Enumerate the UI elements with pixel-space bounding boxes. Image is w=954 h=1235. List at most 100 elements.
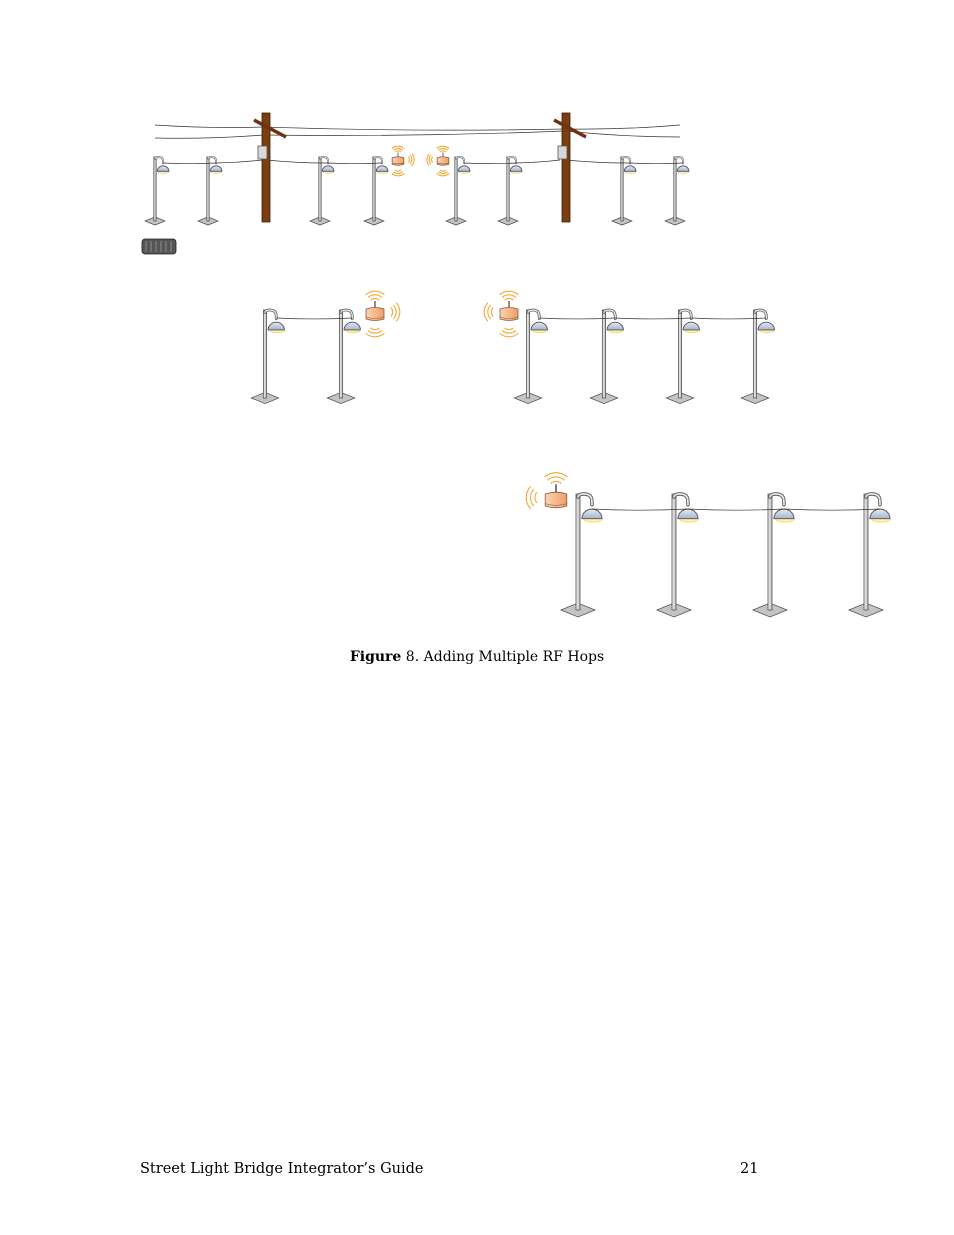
rf-wave-arc (367, 294, 383, 298)
footer-doc-title: Street Light Bridge Integrator’s Guide (140, 1161, 424, 1177)
lamp-pole (338, 309, 344, 399)
rf-signal-waves (499, 327, 519, 338)
street-lamp (664, 156, 690, 226)
lamp-pole (262, 309, 268, 399)
lamp-head (677, 508, 699, 520)
lamp-pole (752, 309, 758, 399)
lamp-arm-highlight (340, 309, 353, 320)
lamp-wire (328, 162, 383, 165)
lamp-pole (318, 156, 322, 222)
device-band (545, 503, 567, 506)
rf-wave-arc (426, 153, 430, 167)
rf-repeater-device (436, 152, 450, 166)
rf-wave-arc (370, 327, 380, 331)
lamp-pole (206, 156, 210, 222)
rf-repeater-device (544, 484, 568, 509)
rf-wave-arc (501, 294, 517, 298)
lamp-wire (163, 162, 217, 165)
lamp-head (676, 165, 690, 172)
street-lamp (197, 156, 223, 226)
rf-wave-arc (394, 169, 402, 172)
lamp-arm-highlight (754, 309, 767, 320)
rf-signal-waves (390, 302, 401, 322)
lamp-head (869, 508, 891, 520)
footer-page-number: 21 (740, 1161, 759, 1177)
lamp-pole (525, 309, 531, 399)
lamp-arm-highlight (769, 493, 785, 506)
lamp-wire (276, 317, 353, 320)
rf-wave-arc (544, 472, 568, 478)
rf-wave-arc (436, 172, 450, 177)
street-lamp (740, 308, 775, 405)
utility-pole (553, 112, 587, 223)
rf-wave-arc (407, 156, 410, 163)
rf-wave-arc (411, 153, 415, 167)
rf-signal-waves (544, 472, 568, 484)
lamp-pole (575, 493, 581, 611)
overhead-line (564, 124, 681, 130)
figure-caption-text: . Adding Multiple RF Hops (414, 649, 605, 665)
street-lamp (665, 308, 700, 405)
lamp-head (606, 321, 624, 331)
rf-signal-waves (391, 169, 405, 177)
lamp-head (509, 165, 523, 172)
lamp-head (343, 321, 361, 331)
rf-wave-arc (428, 154, 432, 165)
lamp-wire (591, 508, 688, 511)
utility-crossarm (553, 118, 587, 139)
gateway-box (141, 238, 177, 255)
lamp-wire (464, 162, 517, 164)
street-lamp (309, 156, 335, 226)
utility-pole-post (561, 112, 571, 223)
rf-wave-arc (504, 327, 514, 331)
rf-wave-arc (393, 304, 397, 320)
rf-signal-waves (391, 145, 405, 153)
street-lamp (513, 308, 548, 405)
rf-wave-arc (490, 307, 494, 317)
lamp-arm-highlight (527, 309, 540, 320)
rf-wave-arc (367, 330, 383, 334)
lamp-arm-highlight (577, 493, 593, 506)
lamp-wire (630, 162, 684, 165)
rf-wave-arc (390, 307, 394, 317)
street-lamp (445, 156, 471, 226)
lamp-head (457, 165, 471, 172)
lamp-arm-highlight (674, 156, 684, 164)
lamp-wire (565, 159, 631, 164)
device-body (365, 307, 385, 321)
rf-wave-arc (438, 171, 448, 174)
utility-crossarm (253, 118, 287, 139)
street-lamp (497, 156, 523, 226)
rf-wave-arc (438, 148, 448, 151)
device-body (544, 491, 568, 509)
lamp-arm-highlight (603, 309, 616, 320)
lamp-head (156, 165, 170, 172)
lamp-pole (673, 156, 677, 222)
pole-control-box (257, 145, 268, 160)
lamp-wire (265, 159, 329, 164)
lamp-arm-highlight (679, 309, 692, 320)
street-lamp (751, 492, 795, 618)
lamp-arm-highlight (373, 156, 383, 164)
street-lamp (589, 308, 624, 405)
lamp-pole (454, 156, 458, 222)
rf-hops-figure (141, 112, 891, 618)
rf-wave-arc (439, 169, 447, 172)
rf-wave-arc (431, 156, 434, 163)
lamp-pole (601, 309, 607, 399)
lamp-head (773, 508, 795, 520)
rf-wave-arc (365, 332, 385, 338)
rf-wave-arc (439, 150, 447, 153)
lamp-arm-highlight (865, 493, 881, 506)
rf-wave-arc (409, 154, 413, 165)
lamp-wire (516, 159, 561, 164)
rf-wave-arc (499, 332, 519, 338)
street-lamp (144, 156, 170, 226)
rf-wave-arc (550, 480, 562, 484)
figure-number: 8 (405, 649, 415, 665)
lamp-arm-highlight (621, 156, 631, 164)
rf-wave-arc (504, 297, 514, 301)
device-band (499, 316, 519, 319)
rf-wave-arc (534, 491, 538, 504)
lamp-pole (767, 493, 773, 611)
